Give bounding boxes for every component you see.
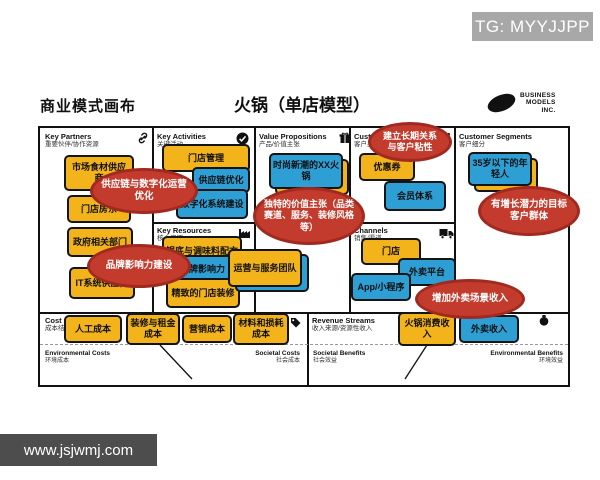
label-en: Environmental Benefits xyxy=(490,350,563,357)
label-societal-costs: Societal Costs 社会成本 xyxy=(180,350,300,366)
model-title: 火锅（单店模型） xyxy=(234,96,370,115)
diagonal-dividers xyxy=(159,344,428,380)
note-rent-cost: 装修与租金成本 xyxy=(126,313,180,345)
section-title: Revenue Streams xyxy=(312,316,375,325)
divider-dashed xyxy=(40,344,568,345)
callout-delivery-scene: 增加外卖场景收入 xyxy=(415,279,525,319)
callout-long-term-relation: 建立长期关系与客户粘性 xyxy=(368,122,452,162)
section-value-propositions: Value Propositions 产品/价值主张 xyxy=(259,132,327,149)
note-delivery-income: 外卖收入 xyxy=(459,315,519,343)
section-title: Key Resources xyxy=(157,226,212,235)
link-icon xyxy=(137,132,149,148)
business-model-canvas: Key Partners 重要伙伴/协作资源 Key Activities 关键… xyxy=(38,122,580,387)
logo-eye-icon xyxy=(485,90,518,117)
logo-text: BUSINESS MODELS INC. xyxy=(520,92,556,114)
truck-icon xyxy=(439,227,454,243)
label-environmental-costs: Environmental Costs 环境成本 xyxy=(45,350,110,366)
section-key-partners: Key Partners 重要伙伴/协作资源 xyxy=(45,132,99,149)
gift-icon xyxy=(339,132,351,148)
note-marketing-cost: 营销成本 xyxy=(182,315,232,343)
note-trendy-hotpot: 时尚新潮的XX火锅 xyxy=(269,153,343,189)
callout-brand-building: 品牌影响力建设 xyxy=(87,244,191,288)
label-zh: 环境成本 xyxy=(45,358,70,365)
section-title: Key Activities xyxy=(157,132,206,141)
telegram-watermark: TG: MYYJJPP xyxy=(472,12,593,41)
section-subtitle: 产品/价值主张 xyxy=(259,141,300,148)
label-zh: 社会成本 xyxy=(275,358,300,365)
website-watermark: www.jsjwmj.com xyxy=(0,434,157,466)
section-title: Channels xyxy=(354,226,388,235)
section-subtitle: 重要伙伴/协作资源 xyxy=(45,141,99,148)
divider xyxy=(307,312,309,385)
canvas-title: 商业模式画布 xyxy=(40,98,137,115)
business-models-inc-logo: BUSINESS MODELS INC. xyxy=(485,90,556,117)
label-zh: 社会效益 xyxy=(313,358,338,365)
callout-supply-chain-digital: 供应链与数字化运营优化 xyxy=(90,168,198,214)
section-subtitle: 成本结构 xyxy=(45,325,71,332)
label-zh: 环境效益 xyxy=(538,358,563,365)
divider xyxy=(349,222,456,224)
label-en: Societal Costs xyxy=(255,350,300,357)
note-store-decoration: 精致的门店装修 xyxy=(166,278,240,308)
tag-icon xyxy=(290,316,301,332)
check-icon xyxy=(236,132,249,149)
section-customer-segments: Customer Segments 客户细分 xyxy=(459,132,532,149)
section-subtitle: 客户关系 xyxy=(354,141,380,148)
section-title: Key Partners xyxy=(45,132,92,141)
note-hotpot-income: 火锅消费收入 xyxy=(398,312,456,346)
callout-unique-value: 独特的价值主张（品类赛道、服务、装修风格等） xyxy=(253,187,365,245)
logo-line: BUSINESS xyxy=(520,92,556,99)
logo-line: INC. xyxy=(541,106,556,114)
label-environmental-benefits: Environmental Benefits 环境效益 xyxy=(436,350,563,366)
divider xyxy=(152,128,154,312)
divider xyxy=(152,222,256,224)
note-young-people: 35岁以下的年轻人 xyxy=(468,152,532,186)
callout-growth-target: 有增长潜力的目标客户群体 xyxy=(478,186,580,236)
note-material-cost: 材料和损耗成本 xyxy=(233,313,289,345)
moneybag-icon xyxy=(539,315,549,332)
section-title: Value Propositions xyxy=(259,132,327,141)
divider xyxy=(454,128,456,312)
factory-icon xyxy=(238,227,251,243)
label-societal-benefits: Societal Benefits 社会效益 xyxy=(313,350,365,366)
label-en: Societal Benefits xyxy=(313,350,366,357)
note-labor-cost: 人工成本 xyxy=(64,315,122,343)
label-en: Environmental Costs xyxy=(45,350,111,357)
section-subtitle: 收入来源/资源性收入 xyxy=(312,325,373,332)
divider xyxy=(40,312,568,314)
note-service-team: 运营与服务团队 xyxy=(228,249,302,287)
logo-line: MODELS xyxy=(526,99,556,107)
section-title: Customer Segments xyxy=(459,132,532,141)
note-membership: 会员体系 xyxy=(384,181,446,211)
note-app-miniprogram: App/小程序 xyxy=(351,273,411,301)
section-subtitle: 客户细分 xyxy=(459,141,485,148)
section-revenue-streams: Revenue Streams 收入来源/资源性收入 xyxy=(312,316,375,333)
